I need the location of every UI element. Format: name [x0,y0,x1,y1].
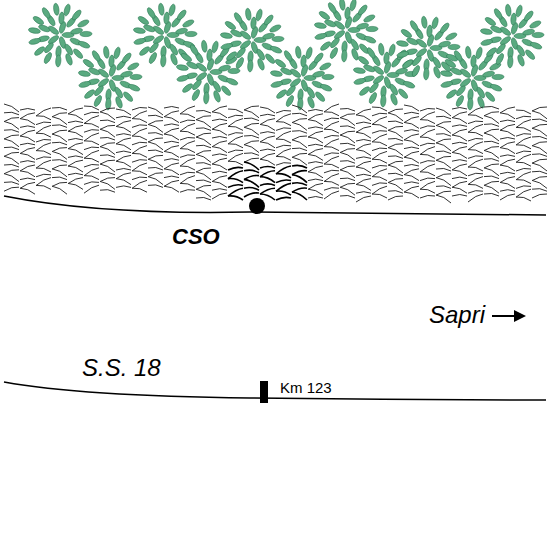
road-label: S.S. 18 [82,355,161,381]
site-label: CSO [172,225,220,249]
cliff-strata [4,104,547,203]
shore-line [4,196,546,215]
road-line [4,382,546,400]
direction-arrow [492,310,526,322]
km-marker [260,381,268,403]
outfall-dot [249,198,265,214]
place-label: Sapri [429,302,485,328]
vegetation-edge [5,404,544,442]
tree-canopy [28,0,544,110]
km-label: Km 123 [280,380,332,397]
